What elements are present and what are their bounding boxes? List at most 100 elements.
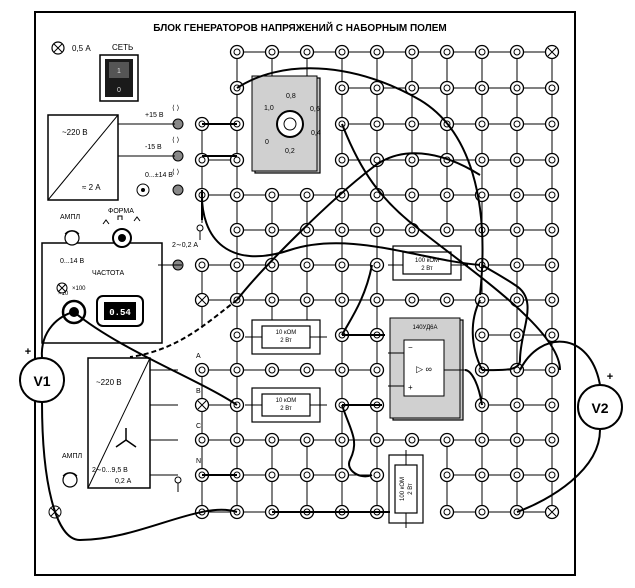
terminal-socket[interactable] — [264, 222, 280, 238]
terminal-socket[interactable] — [439, 467, 455, 483]
adj-knob[interactable] — [136, 183, 150, 197]
terminal-socket[interactable] — [404, 80, 420, 96]
terminal-socket[interactable] — [439, 80, 455, 96]
terminal-socket[interactable] — [264, 292, 280, 308]
terminal-socket[interactable] — [439, 187, 455, 203]
terminal-socket[interactable] — [334, 257, 350, 273]
terminal-socket[interactable] — [334, 432, 350, 448]
terminal-socket[interactable] — [229, 187, 245, 203]
terminal-socket[interactable] — [194, 397, 210, 413]
terminal-socket[interactable] — [439, 432, 455, 448]
terminal-socket[interactable] — [229, 222, 245, 238]
terminal-socket[interactable] — [474, 467, 490, 483]
wire[interactable] — [41, 401, 238, 542]
terminal-socket[interactable] — [404, 187, 420, 203]
dashed-wire[interactable] — [129, 299, 238, 358]
terminal-socket[interactable] — [369, 116, 385, 132]
terminal-socket[interactable] — [474, 327, 490, 343]
terminal-socket[interactable] — [229, 257, 245, 273]
terminal-socket[interactable] — [194, 292, 210, 308]
terminal-socket[interactable] — [474, 80, 490, 96]
terminal-socket[interactable] — [509, 222, 525, 238]
terminal-socket[interactable] — [334, 222, 350, 238]
terminal-socket[interactable] — [264, 362, 280, 378]
terminal-socket[interactable] — [369, 80, 385, 96]
terminal-socket[interactable] — [509, 467, 525, 483]
terminal-socket[interactable] — [474, 504, 490, 520]
terminal-socket[interactable] — [509, 432, 525, 448]
wire[interactable] — [516, 429, 601, 513]
terminal-socket[interactable] — [474, 432, 490, 448]
terminal-socket[interactable] — [439, 44, 455, 60]
wire[interactable] — [236, 67, 484, 296]
terminal-socket[interactable] — [194, 257, 210, 273]
wire[interactable] — [471, 299, 483, 371]
terminal-socket[interactable] — [299, 432, 315, 448]
terminal-socket[interactable] — [334, 362, 350, 378]
terminal-socket[interactable] — [474, 116, 490, 132]
terminal-socket[interactable] — [544, 362, 560, 378]
wire[interactable] — [341, 404, 373, 478]
terminal-socket[interactable] — [264, 44, 280, 60]
terminal-socket[interactable] — [544, 44, 560, 60]
terminal-socket[interactable] — [509, 116, 525, 132]
terminal-socket[interactable] — [264, 257, 280, 273]
terminal-socket[interactable] — [544, 292, 560, 308]
terminal-socket[interactable] — [264, 467, 280, 483]
terminal-socket[interactable] — [299, 257, 315, 273]
terminal-socket[interactable] — [544, 397, 560, 413]
terminal-socket[interactable] — [544, 152, 560, 168]
wire[interactable] — [519, 340, 601, 386]
terminal-socket[interactable] — [229, 327, 245, 343]
terminal-socket[interactable] — [299, 187, 315, 203]
terminal-socket[interactable] — [194, 362, 210, 378]
terminal-socket[interactable] — [544, 222, 560, 238]
terminal-socket[interactable] — [369, 257, 385, 273]
terminal-socket[interactable] — [474, 152, 490, 168]
terminal-socket[interactable] — [334, 80, 350, 96]
terminal-socket[interactable] — [509, 362, 525, 378]
terminal-socket[interactable] — [369, 292, 385, 308]
terminal-socket[interactable] — [544, 116, 560, 132]
wire[interactable] — [40, 311, 75, 359]
terminal-socket[interactable] — [404, 44, 420, 60]
wire[interactable] — [341, 123, 561, 371]
terminal-socket[interactable] — [299, 222, 315, 238]
terminal-socket[interactable] — [369, 362, 385, 378]
terminal-socket[interactable] — [334, 152, 350, 168]
terminal-socket[interactable] — [439, 222, 455, 238]
terminal-socket[interactable] — [299, 292, 315, 308]
terminal-socket[interactable] — [264, 432, 280, 448]
terminal-socket[interactable] — [264, 187, 280, 203]
terminal-socket[interactable] — [544, 187, 560, 203]
terminal-socket[interactable] — [404, 432, 420, 448]
terminal-socket[interactable] — [544, 80, 560, 96]
wire[interactable] — [236, 152, 481, 301]
terminal-socket[interactable] — [334, 44, 350, 60]
terminal-socket[interactable] — [544, 432, 560, 448]
terminal-socket[interactable] — [509, 80, 525, 96]
terminal-socket[interactable] — [229, 44, 245, 60]
terminal-socket[interactable] — [299, 44, 315, 60]
terminal-socket[interactable] — [404, 116, 420, 132]
terminal-socket[interactable] — [194, 432, 210, 448]
terminal-socket[interactable] — [369, 467, 385, 483]
terminal-socket[interactable] — [229, 432, 245, 448]
wire[interactable] — [73, 311, 238, 406]
tp-ampl-knob[interactable] — [62, 472, 78, 488]
terminal-socket[interactable] — [509, 44, 525, 60]
terminal-socket[interactable] — [404, 292, 420, 308]
terminal-socket[interactable] — [334, 187, 350, 203]
terminal-socket[interactable] — [544, 467, 560, 483]
terminal-socket[interactable] — [369, 222, 385, 238]
terminal-socket[interactable] — [544, 504, 560, 520]
terminal-socket[interactable] — [474, 44, 490, 60]
wire[interactable] — [464, 369, 483, 406]
wire[interactable] — [341, 264, 373, 336]
terminal-socket[interactable] — [299, 362, 315, 378]
fg-forma-knob[interactable] — [102, 215, 141, 248]
fg-range-switch[interactable] — [56, 282, 68, 294]
terminal-socket[interactable] — [404, 152, 420, 168]
terminal-socket[interactable] — [509, 397, 525, 413]
terminal-socket[interactable] — [509, 152, 525, 168]
